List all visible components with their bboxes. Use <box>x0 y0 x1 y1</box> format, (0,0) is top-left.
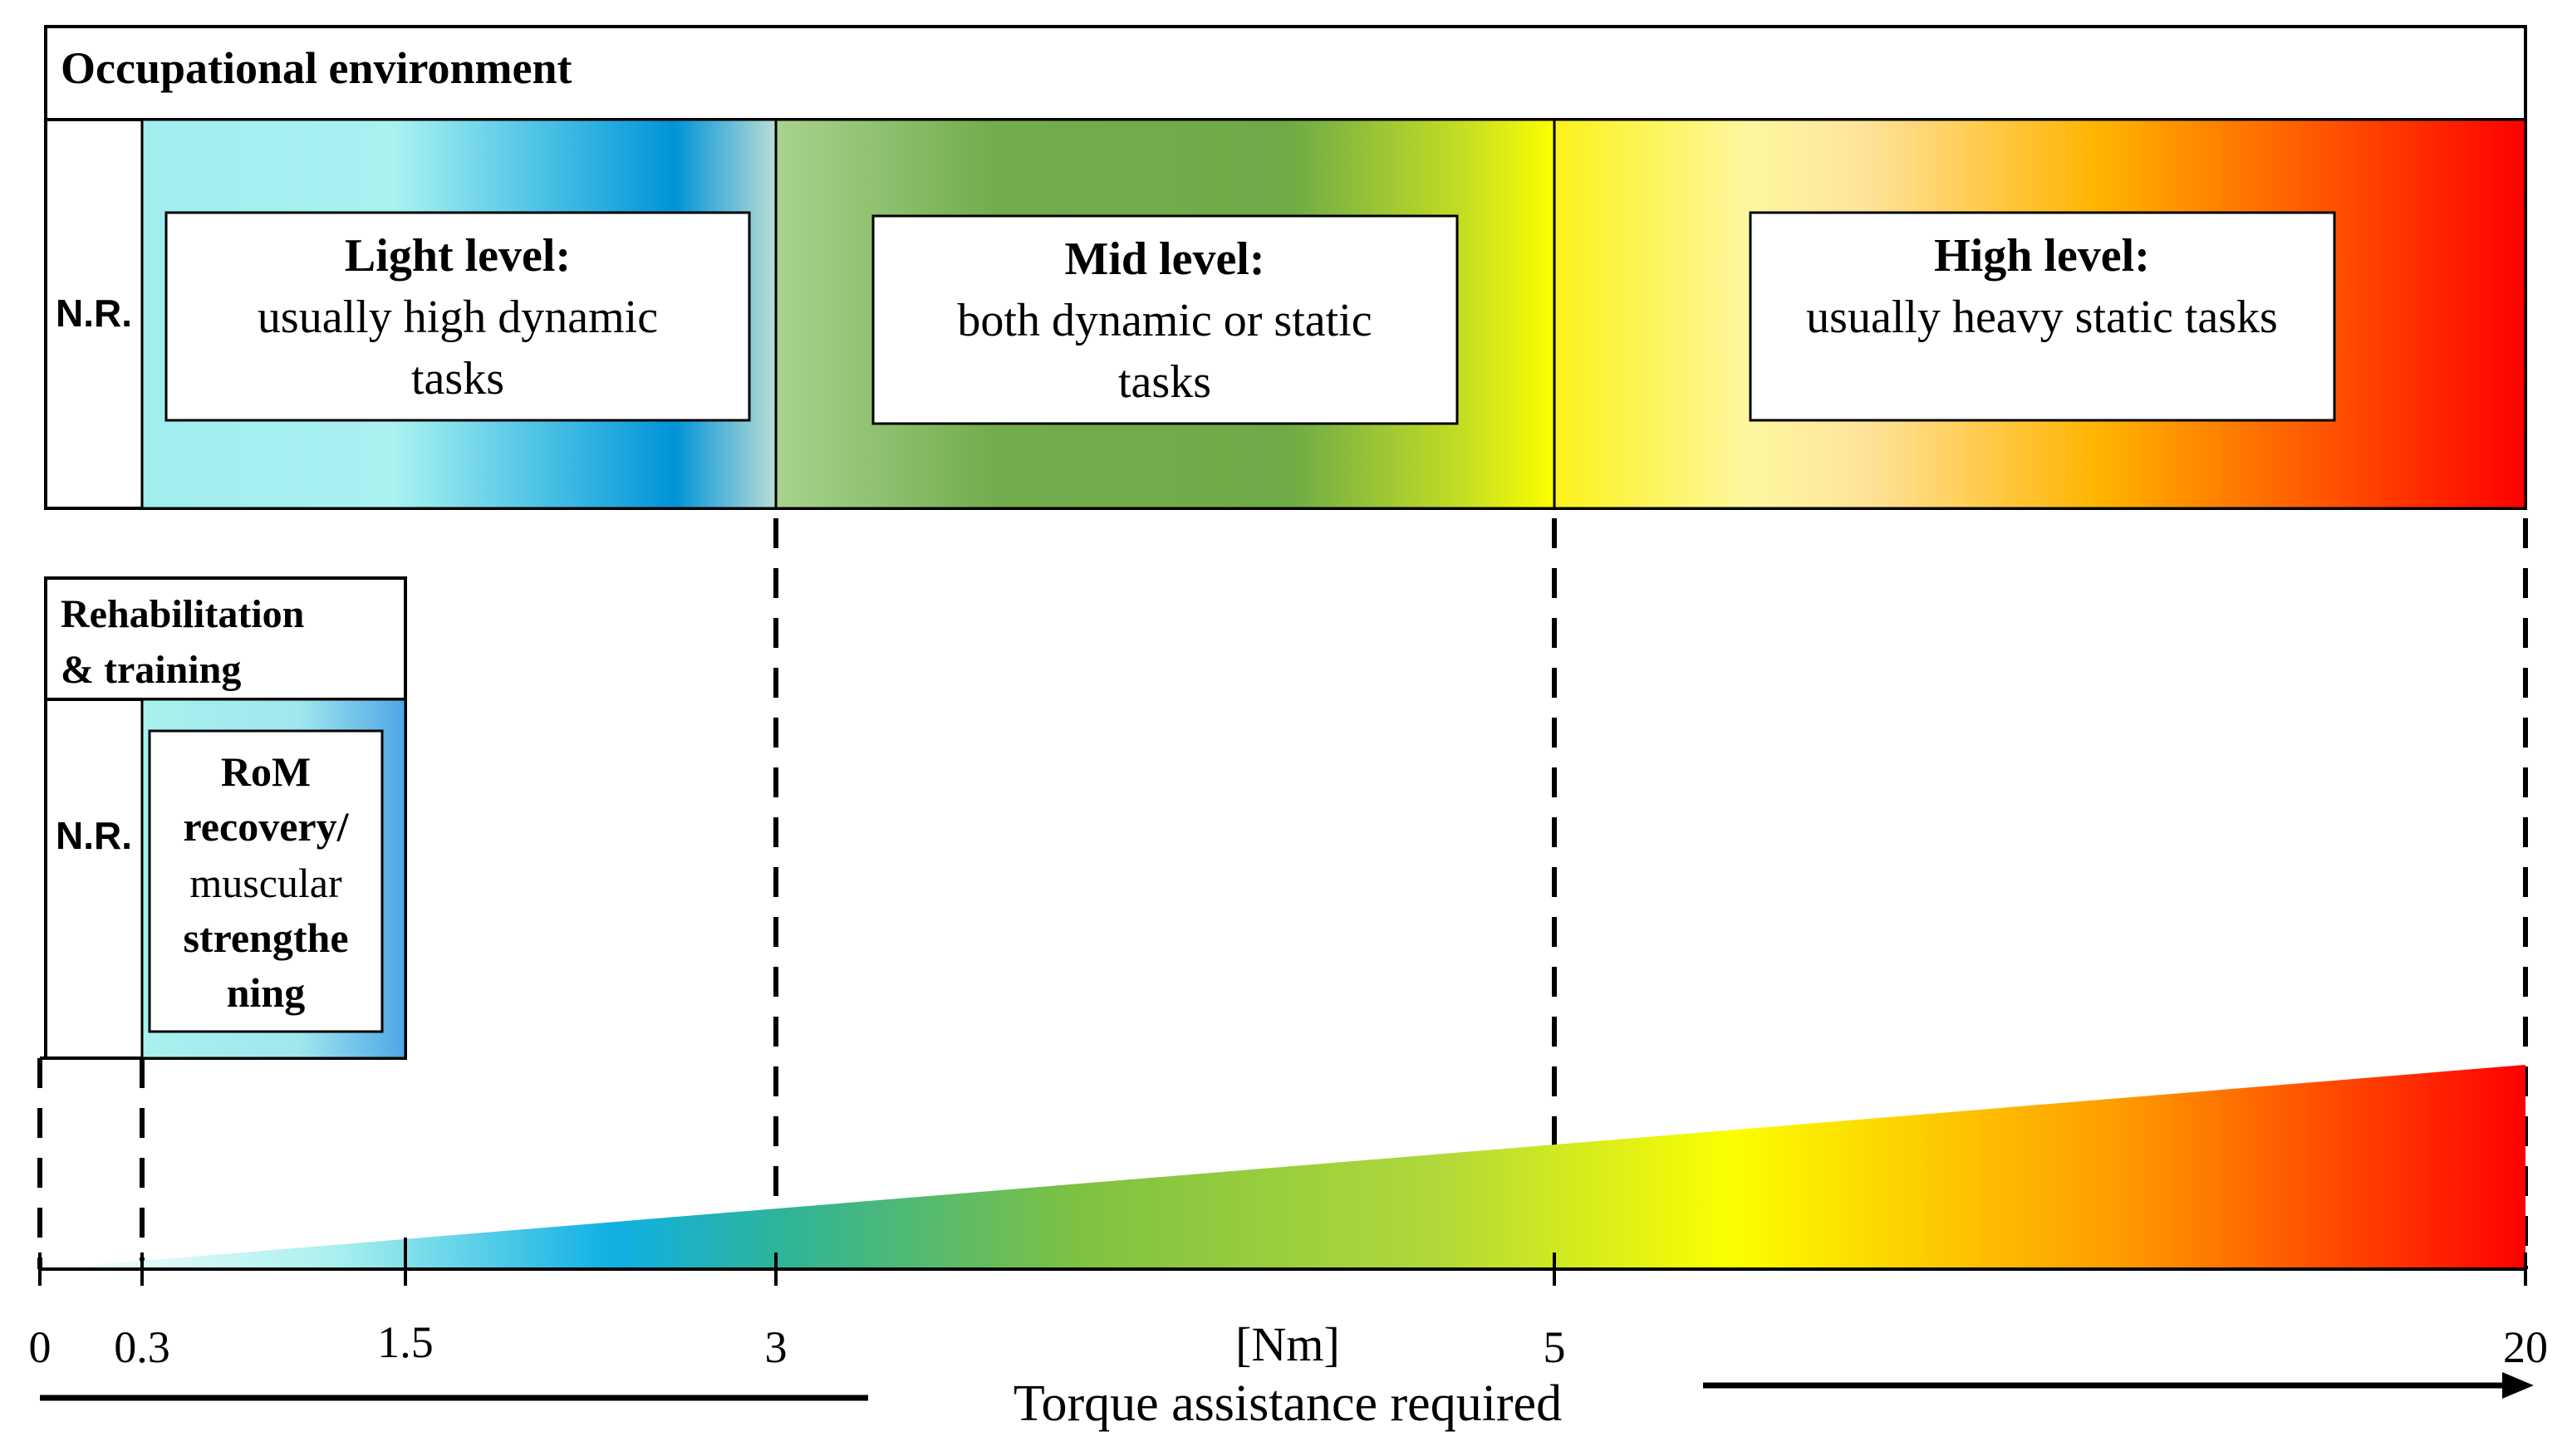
rehab-box-line2: recovery/ <box>184 803 350 850</box>
rehab-box-line3: muscular <box>189 860 342 906</box>
tick-label-3: 3 <box>765 1322 788 1372</box>
tick-label-0: 0 <box>29 1322 52 1372</box>
rehab-box <box>148 729 384 1033</box>
mid-level-line1: both dynamic or static <box>957 295 1372 346</box>
axis-ticks <box>38 1238 2527 1286</box>
torque-scale: 0 0.3 1.5 3 5 20 [Nm] Torque assistance … <box>29 1065 2548 1432</box>
light-level-heading: Light level: <box>345 230 571 282</box>
tick-label-1.5: 1.5 <box>377 1317 434 1367</box>
rehab-nr-label: N.R. <box>56 814 132 857</box>
mid-level-box <box>871 214 1459 425</box>
rehab-title-line1: Rehabilitation <box>61 592 304 636</box>
mid-level-line2: tasks <box>1118 356 1211 408</box>
tick-label-20: 20 <box>2503 1322 2548 1372</box>
rehab-section: Rehabilitation & training N.R. RoM recov… <box>44 576 407 1060</box>
light-level-box <box>164 211 751 422</box>
occupational-nr-label: N.R. <box>56 292 132 335</box>
light-level-line1: usually high dynamic <box>258 292 658 343</box>
rehab-box-line1: RoM <box>221 748 311 795</box>
high-level-line1: usually heavy static tasks <box>1806 292 2278 343</box>
occupational-section: Occupational environment N.R. Light leve… <box>44 25 2527 510</box>
axis-title: Torque assistance required <box>1014 1375 1562 1432</box>
light-level-line2: tasks <box>411 353 504 404</box>
high-level-heading: High level: <box>1934 230 2150 282</box>
rehab-box-line5: ning <box>227 969 306 1016</box>
axis-unit: [Nm] <box>1235 1317 1340 1371</box>
tick-label-5: 5 <box>1544 1322 1566 1372</box>
occupational-header <box>44 25 2527 121</box>
occupational-title: Occupational environment <box>61 43 572 93</box>
high-level-box <box>1749 211 2336 422</box>
rehab-title-line2: & training <box>61 648 241 692</box>
torque-wedge <box>40 1065 2525 1269</box>
mid-level-heading: Mid level: <box>1064 233 1264 285</box>
tick-label-0.3: 0.3 <box>114 1322 170 1372</box>
axis-arrowhead <box>2502 1372 2534 1399</box>
rehab-box-line4: strengthe <box>183 914 348 961</box>
